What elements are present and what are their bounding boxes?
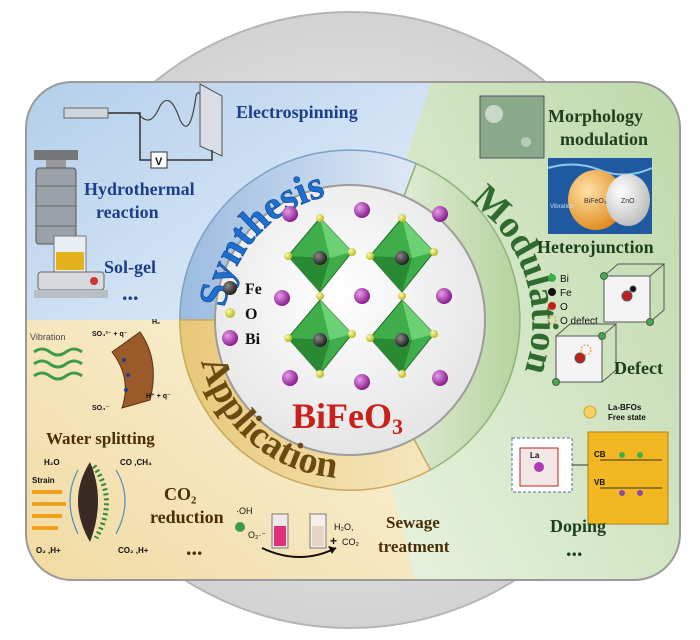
svg-text:VB: VB [594, 478, 605, 487]
legend-fe: Fe [245, 281, 262, 298]
fe-atom [395, 333, 409, 347]
panel-frame [25, 81, 681, 581]
svg-text:SO₄⁻: SO₄⁻ [92, 405, 109, 412]
morphology-image [479, 95, 545, 159]
defect-legend: Bi Fe O O defect [547, 274, 598, 327]
voltage-icon [150, 151, 168, 169]
svg-text:O₂ ,H+: O₂ ,H+ [36, 546, 61, 555]
svg-text:CO₂: CO₂ [342, 537, 360, 547]
svg-text:CB: CB [594, 450, 606, 459]
legend-o-dot [225, 308, 235, 318]
heterojunction-image: BiFeO₃ ZnO Vibration [547, 158, 653, 234]
o-atoms [284, 214, 438, 378]
sewage-label-2: treatment [378, 537, 450, 556]
svg-text:H₂O,: H₂O, [334, 522, 354, 532]
svg-text:CO₂ ,H+: CO₂ ,H+ [118, 546, 149, 555]
crystal-structure [274, 202, 452, 390]
water-splitting-illustration: Vibration SO₄²⁻ + q⁻ SO₄⁻ H₂ H⁺ + q⁻ [30, 319, 171, 412]
svg-text:Vibration: Vibration [550, 204, 574, 210]
sol-gel-label: Sol-gel [104, 257, 156, 277]
svg-text:H⁺ + q⁻: H⁺ + q⁻ [146, 392, 171, 400]
svg-text:H₂: H₂ [152, 319, 160, 326]
atom-legend: Fe O Bi [222, 281, 262, 348]
application-more: ... [186, 535, 203, 560]
bi-atoms [274, 202, 452, 390]
svg-text:Strain: Strain [32, 476, 55, 485]
fe-atom [395, 251, 409, 265]
defect-label: Defect [614, 358, 663, 378]
svg-text:Bi: Bi [560, 274, 569, 285]
svg-text:Free state: Free state [608, 413, 646, 422]
legend-o: O [245, 306, 257, 323]
svg-text:BiFeO₃: BiFeO₃ [584, 198, 607, 205]
heterojunction-label: Heterojunction [537, 237, 654, 257]
svg-text:·OH: ·OH [236, 506, 253, 516]
autoclave-icon [34, 150, 78, 245]
formula-title: BiFeO3 [292, 396, 403, 439]
syringe-icon [63, 107, 109, 119]
fe-atom [313, 251, 327, 265]
svg-text:La-BFOs: La-BFOs [608, 403, 642, 412]
electrospinning-label: Electrospinning [236, 102, 358, 122]
svg-text:La: La [530, 451, 540, 460]
svg-text:O₂·⁻: O₂·⁻ [248, 530, 266, 540]
legend-bi: Bi [245, 331, 261, 348]
modulation-more: ... [566, 536, 583, 561]
hydrothermal-label-2: reaction [96, 202, 159, 222]
sewage-label-1: Sewage [386, 513, 440, 532]
svg-text:O: O [560, 302, 568, 313]
voltage-label: V [155, 156, 163, 168]
co2-reduction-label-1: CO₂ [164, 484, 196, 504]
morphology-label-2: modulation [560, 129, 648, 149]
synthesis-more: ... [122, 280, 139, 305]
svg-text:+: + [330, 534, 337, 548]
svg-text:ZnO: ZnO [621, 198, 635, 205]
doping-illustration: La-BFOs Free state La CB VB [511, 403, 669, 525]
sewage-treatment-illustration: ·OH O₂·⁻ H₂O, + CO₂ [235, 506, 360, 558]
sol-gel-stirrer-icon [34, 235, 108, 298]
fe-atom [313, 333, 327, 347]
svg-text:CO ,CH₄: CO ,CH₄ [120, 458, 152, 467]
morphology-label-1: Morphology [548, 106, 643, 126]
legend-fe-dot [223, 281, 237, 295]
legend-bi-dot [222, 330, 238, 346]
svg-text:Vibration: Vibration [30, 332, 65, 342]
defect-lattice-icon [552, 263, 666, 386]
hydrothermal-label-1: Hydrothermal [84, 179, 195, 199]
co2-reduction-illustration: H₂O CO ,CH₄ Strain O₂ ,H+ CO₂ ,H+ [32, 458, 152, 555]
svg-text:Fe: Fe [560, 288, 572, 299]
svg-text:H₂O: H₂O [44, 458, 60, 467]
electrospinning-illustration: V [63, 83, 223, 169]
doping-label: Doping [550, 516, 606, 536]
co2-reduction-label-2: reduction [150, 507, 224, 527]
collector-plate-icon [199, 83, 223, 157]
svg-text:O defect: O defect [560, 316, 598, 327]
svg-text:SO₄²⁻ + q⁻: SO₄²⁻ + q⁻ [92, 331, 128, 338]
water-splitting-label: Water splitting [46, 429, 155, 448]
